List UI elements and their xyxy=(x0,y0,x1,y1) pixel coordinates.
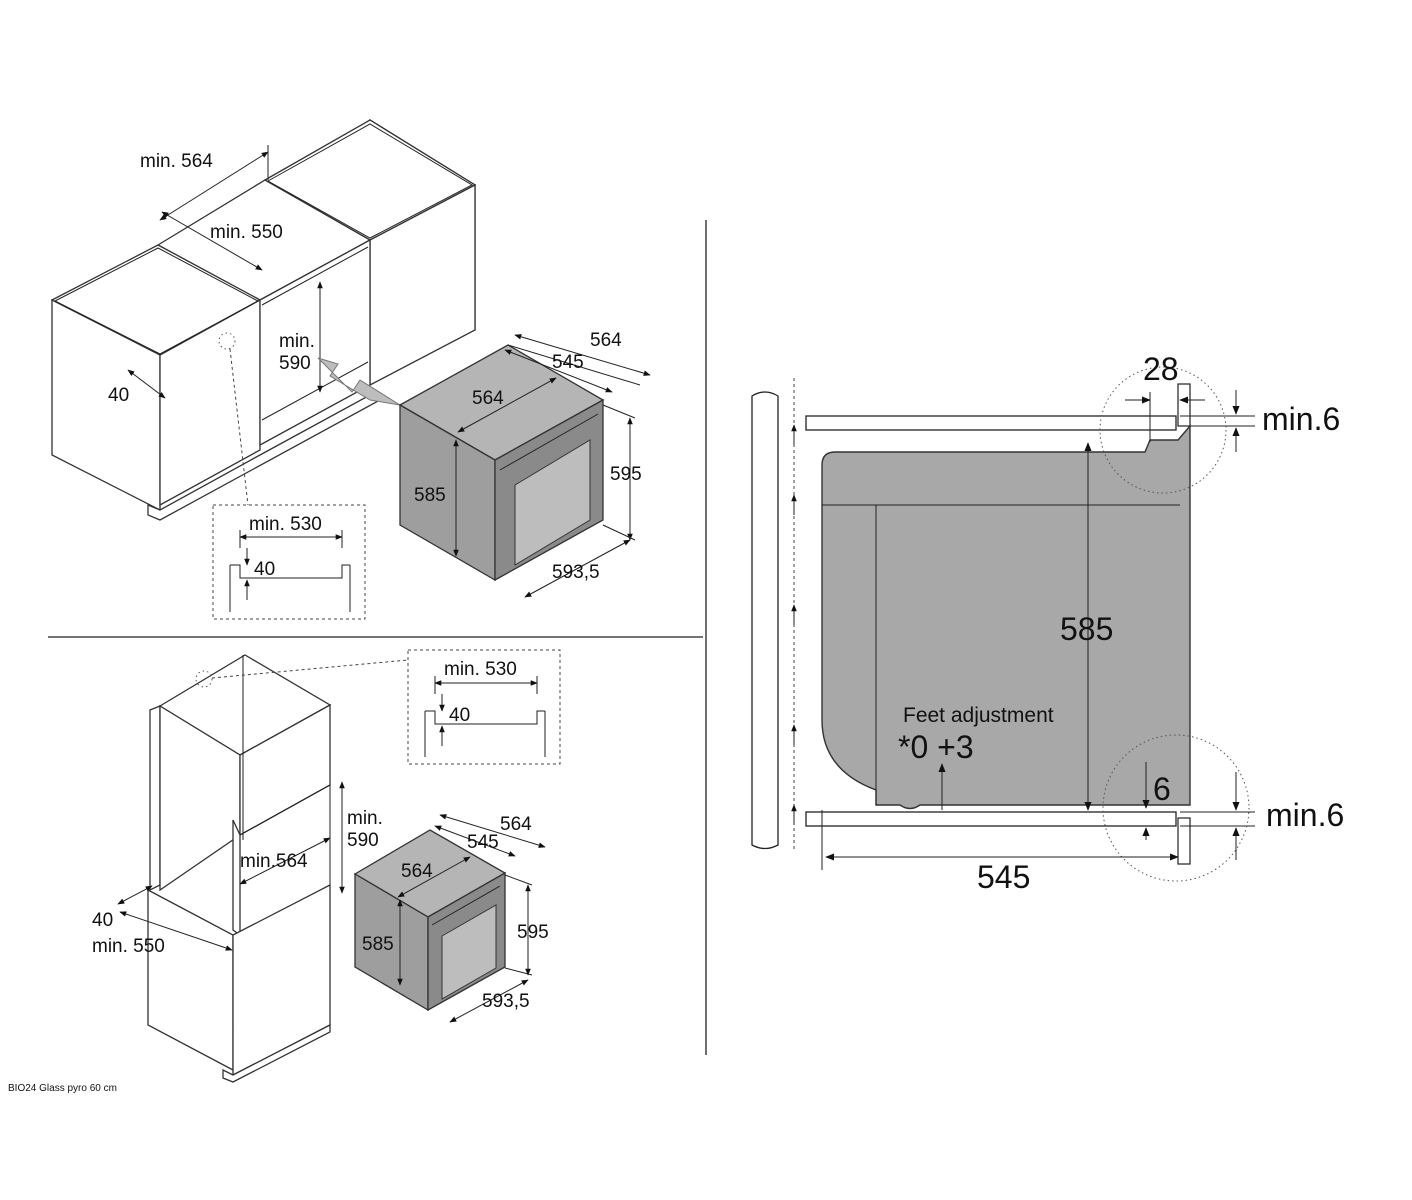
dim-oven-564-outer-b: 564 xyxy=(500,814,532,835)
panel-top-left: min. 564 min. 550 min. 590 40 564 545 xyxy=(50,118,651,620)
dim-oven-585-b: 585 xyxy=(362,934,394,955)
feet-adjustment-value: *0 +3 xyxy=(898,729,974,765)
dim-40: 40 xyxy=(108,385,129,406)
detail-box-top: min. 530 40 xyxy=(212,504,366,620)
detail-40-b: 40 xyxy=(449,705,470,726)
dim-min-590-b-line1: min. xyxy=(347,808,383,829)
detail-box-bottom: min. 530 40 xyxy=(407,649,561,765)
dim-min-590-line2: 590 xyxy=(279,353,311,374)
dim-oven-564-outer: 564 xyxy=(590,330,622,351)
dim-oven-5935-b: 593,5 xyxy=(482,991,530,1012)
dim-oven-595: 595 xyxy=(610,464,642,485)
dim-oven-545: 545 xyxy=(552,352,584,373)
dim-min-590-line1: min. xyxy=(279,331,315,352)
dim-28: 28 xyxy=(1143,351,1179,387)
dim-oven-564-top: 564 xyxy=(472,388,504,409)
panel-right: 585 Feet adjustment *0 +3 28 min.6 6 min… xyxy=(751,351,1344,895)
panel-bottom-left: min. 590 min.564 40 min. 550 564 545 564… xyxy=(92,649,561,1083)
dim-min-564-b: min.564 xyxy=(240,851,308,872)
dim-oven-545-b: 545 xyxy=(467,832,499,853)
dim-oven-595-b: 595 xyxy=(517,922,549,943)
dim-min-590-b-line2: 590 xyxy=(347,830,379,851)
detail-marker-bottom xyxy=(195,670,213,688)
dim-min6-top: min.6 xyxy=(1262,401,1340,437)
insert-arrow xyxy=(317,357,401,406)
detail-40: 40 xyxy=(254,559,275,580)
detail-marker xyxy=(218,332,236,350)
dim-min-550: min. 550 xyxy=(210,222,283,243)
dim-585-side: 585 xyxy=(1060,611,1113,647)
feet-adjustment-label: Feet adjustment xyxy=(903,704,1054,727)
cabinet-row-drawing xyxy=(50,118,477,521)
oven-side-section xyxy=(821,424,1191,810)
dim-min-550-b: min. 550 xyxy=(92,936,165,957)
dim-6: 6 xyxy=(1153,771,1171,807)
top-detail-circle xyxy=(1099,366,1227,494)
panel-dividers xyxy=(48,220,707,1055)
dim-min6-bottom: min.6 xyxy=(1266,797,1344,833)
bottom-detail-circle xyxy=(1102,734,1250,882)
dim-40-b: 40 xyxy=(92,910,113,931)
wall-section xyxy=(751,391,779,850)
detail-min-530-b: min. 530 xyxy=(444,659,517,680)
dim-oven-585: 585 xyxy=(414,485,446,506)
dim-oven-564-top-b: 564 xyxy=(401,861,433,882)
model-caption: BIO24 Glass pyro 60 cm xyxy=(8,1083,117,1094)
detail-min-530: min. 530 xyxy=(249,514,322,535)
dim-min-564: min. 564 xyxy=(140,151,213,172)
dim-545-side: 545 xyxy=(977,859,1030,895)
oven-drawing-bottom xyxy=(353,829,507,1012)
oven-drawing-top xyxy=(398,344,605,582)
dim-oven-5935: 593,5 xyxy=(552,562,600,583)
